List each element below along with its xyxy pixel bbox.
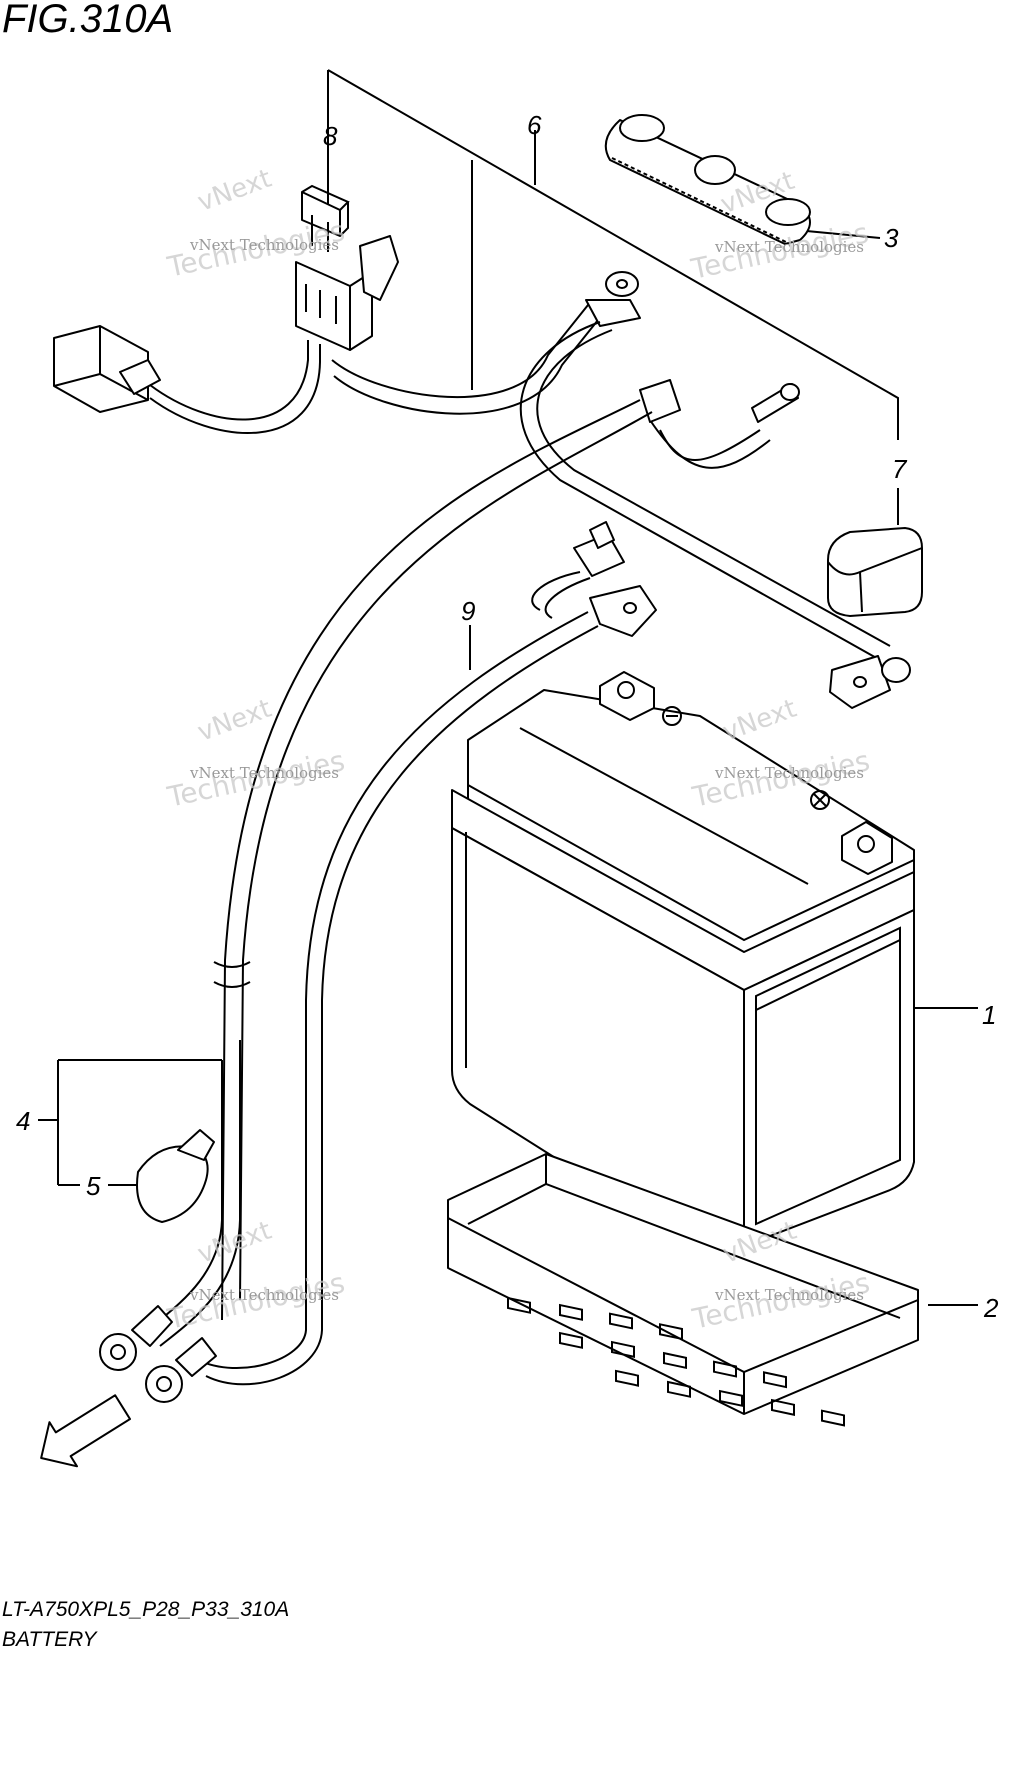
cable-part-4 — [99, 1040, 241, 1371]
callout-5: 5 — [86, 1171, 101, 1201]
callout-8: 8 — [323, 121, 338, 151]
watermark-text: vNext Technologies — [189, 236, 339, 254]
watermark-text: vNext Technologies — [714, 238, 864, 256]
watermark-brand: vNext — [194, 694, 276, 748]
callout-4: 4 — [16, 1106, 30, 1136]
watermark-text: vNext Technologies — [189, 764, 339, 782]
cable-part-9 — [145, 521, 657, 1403]
rubber-strap-part-3 — [604, 114, 811, 245]
harness-part-6 — [53, 235, 911, 1321]
callout-6: 6 — [527, 110, 542, 140]
watermark-brand: vNext — [719, 694, 801, 748]
tray-slots — [507, 1296, 845, 1427]
watermark-brand: vNext — [194, 1216, 276, 1270]
watermark-1: vNext Technologies vNext Technologies — [164, 164, 348, 284]
watermark-3: vNext Technologies vNext Technologies — [164, 694, 348, 814]
leader-lines — [38, 69, 978, 1306]
watermark-brand: vNext — [194, 164, 276, 218]
cap-part-7 — [827, 527, 923, 617]
battery-tray-part-2 — [447, 1153, 919, 1427]
terminal-boot-part-5 — [136, 1129, 215, 1223]
fuse-part-8 — [301, 184, 350, 252]
callout-7: 7 — [892, 454, 908, 484]
watermark-text: vNext Technologies — [714, 764, 864, 782]
callout-2: 2 — [983, 1293, 999, 1323]
model-code: LT-A750XPL5_P28_P33_310A — [2, 1598, 289, 1621]
watermark-text: vNext Technologies — [714, 1286, 864, 1304]
battery-part-1 — [451, 671, 915, 1257]
section-name: BATTERY — [2, 1628, 99, 1651]
watermark-5: vNext Technologies vNext Technologies — [164, 1216, 348, 1336]
callout-1: 1 — [982, 1000, 996, 1030]
callout-3: 3 — [884, 223, 899, 253]
callout-9: 9 — [461, 596, 475, 626]
figure-title: FIG.310A — [2, 0, 173, 41]
watermark-text: vNext Technologies — [189, 1286, 339, 1304]
fwd-arrow-icon: FWD — [40, 1394, 131, 1468]
